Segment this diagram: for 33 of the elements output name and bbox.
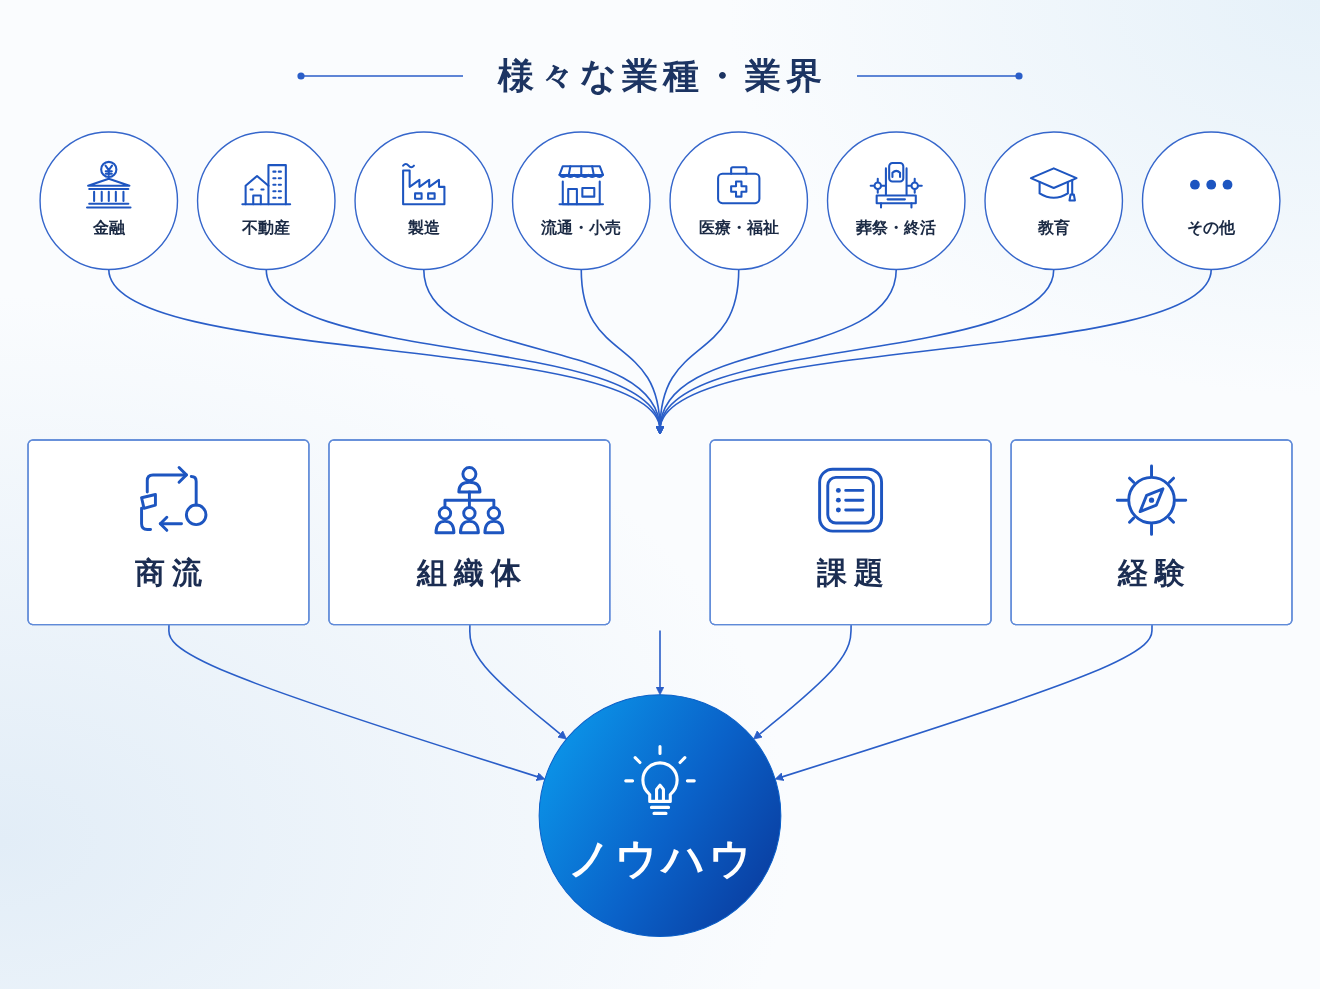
industry-label: 流通・小売	[541, 216, 622, 239]
industry-label: 金融	[92, 216, 125, 239]
industry-circle	[39, 131, 179, 271]
industry-label: 製造	[407, 216, 440, 239]
output-circle	[538, 694, 782, 938]
industry-circle	[354, 131, 494, 271]
industry-label: 教育	[1037, 216, 1070, 239]
industry-label: 葬祭・終活	[856, 216, 937, 239]
industry-label: その他	[1187, 216, 1236, 239]
output-label: ノウハウ	[566, 832, 757, 885]
industry-label: 不動産	[242, 216, 291, 239]
category-card	[709, 439, 992, 626]
industry-label: 医療・福祉	[698, 216, 779, 239]
category-label: 商流	[133, 554, 210, 593]
industry-circle	[669, 131, 809, 271]
industry-circle	[511, 131, 651, 271]
arrow	[753, 624, 852, 740]
category-card	[328, 439, 611, 626]
category-card	[1010, 439, 1293, 626]
industry-circle	[1141, 131, 1281, 271]
arrow	[657, 268, 1213, 434]
category-label: 経験	[1116, 554, 1193, 593]
arrow	[469, 624, 567, 740]
industry-circle	[196, 131, 336, 271]
industry-circle	[984, 131, 1124, 271]
arrow	[168, 624, 546, 781]
arrow	[655, 629, 665, 696]
title: 様々な業種・業界	[496, 54, 827, 98]
category-label: 課題	[816, 554, 892, 593]
arrow	[774, 624, 1153, 781]
category-card	[27, 439, 310, 626]
category-label: 組織体	[415, 554, 529, 593]
industry-circle	[826, 131, 966, 271]
